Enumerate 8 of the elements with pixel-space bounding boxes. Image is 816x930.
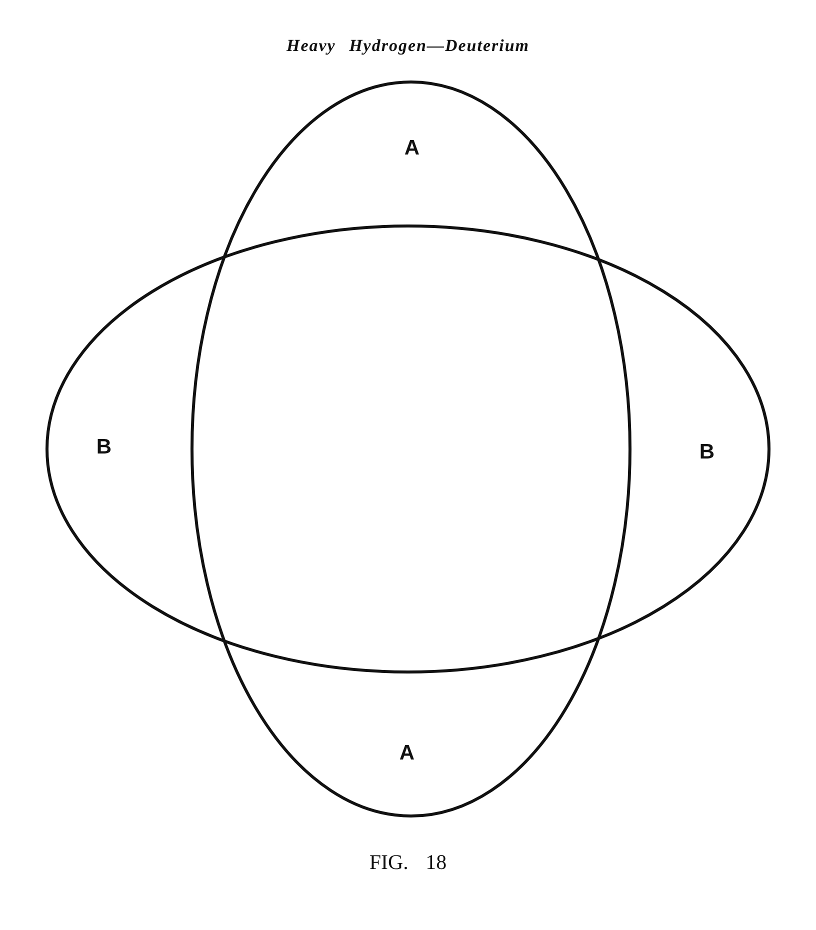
ellipse-outline	[45, 224, 771, 674]
page-header-title: Heavy Hydrogen—Deuterium	[286, 36, 530, 56]
region-letter: A	[404, 138, 420, 158]
ellipse-outline	[190, 80, 632, 818]
region-letter: B	[699, 442, 715, 462]
region-letter: A	[399, 742, 415, 764]
region-letter: B	[96, 436, 112, 458]
figure-caption: FIG. 18	[369, 850, 447, 875]
